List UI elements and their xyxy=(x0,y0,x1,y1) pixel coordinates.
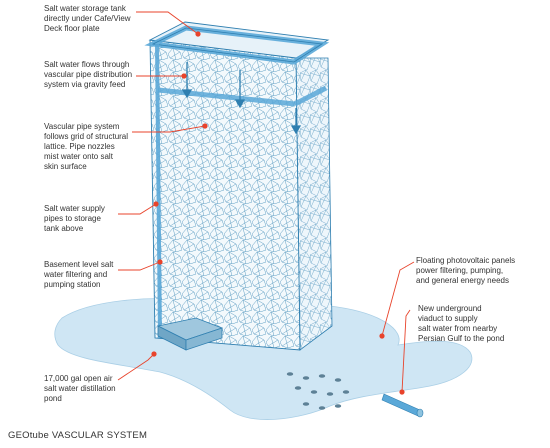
diagram-caption: GEOtube VASCULAR SYSTEM xyxy=(8,430,148,441)
label-viaduct: New underground viaduct to supply salt w… xyxy=(418,304,505,343)
label-gravity-flow: Salt water flows through vascular pipe d… xyxy=(44,60,133,89)
viaduct-pipe xyxy=(381,393,424,418)
annotation-dots xyxy=(151,31,405,395)
pumping-station xyxy=(156,317,224,351)
label-distillation-pond: 17,000 gal open air salt water distillat… xyxy=(44,374,116,403)
label-pipe-grid: Vascular pipe system follows grid of str… xyxy=(44,122,129,171)
label-photovoltaic: Floating photovoltaic panels power filte… xyxy=(416,256,516,285)
annotation-leaders xyxy=(117,11,415,393)
supply-pipe xyxy=(155,43,162,339)
label-pumping-station: Basement level salt water filtering and … xyxy=(44,260,114,289)
label-storage-tank: Salt water storage tank directly under C… xyxy=(44,4,131,33)
photovoltaic-panels xyxy=(286,372,350,410)
label-supply-pipes: Salt water supply pipes to storage tank … xyxy=(44,204,105,233)
flow-arrows xyxy=(181,62,302,135)
